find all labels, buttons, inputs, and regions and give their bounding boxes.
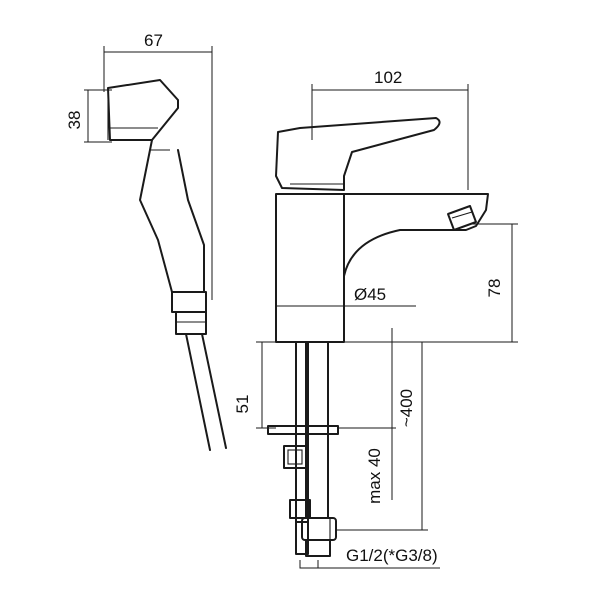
dim-shank-length: 51 [233,395,252,414]
dim-max-deck-thickness: max 40 [365,448,384,504]
dim-tap-reach: 102 [374,68,402,87]
dim-connection-thread: G1/2(*G3/8) [346,546,438,565]
dim-hose-length: ~400 [397,389,416,427]
dim-spray-height: 38 [65,111,84,130]
dim-spray-length: 67 [144,31,163,50]
dim-body-diameter: Ø45 [354,285,386,304]
hand-spray [107,79,227,451]
dim-spout-height: 78 [485,279,504,298]
dimension-lines [84,46,518,569]
